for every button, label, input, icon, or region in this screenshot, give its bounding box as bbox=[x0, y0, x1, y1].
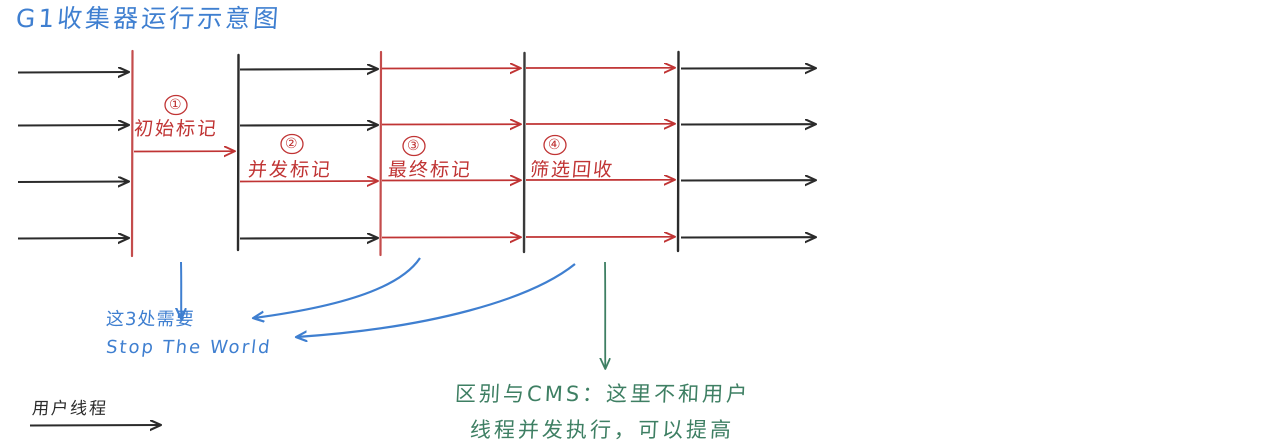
phase-2-label: 并发标记 bbox=[247, 159, 334, 181]
stw-note-line-2: Stop The World bbox=[104, 337, 273, 358]
cms-note-line-2: 线程并发执行，可以提高 bbox=[469, 418, 735, 442]
thread-lane-4 bbox=[17, 237, 815, 239]
lane1-seg-user-left bbox=[17, 72, 128, 73]
thread-lane-1 bbox=[17, 68, 815, 73]
lane4-seg-concurrent bbox=[239, 238, 377, 239]
boundary-bar-3-red bbox=[379, 50, 383, 257]
stop-the-world-arrows bbox=[181, 257, 576, 337]
boundary-bar-4-black bbox=[522, 51, 526, 254]
lane4-seg-user-left bbox=[17, 238, 128, 239]
phase-4-label: 筛选回收 bbox=[529, 159, 616, 181]
phase-3-label: 最终标记 bbox=[387, 159, 474, 181]
stw-arrow-curve-phase3 bbox=[254, 257, 421, 318]
cms-note-line-1: 区别与CMS：这里不和用户 bbox=[454, 382, 751, 406]
page-title: G1收集器运行示意图 bbox=[14, 4, 283, 33]
stw-arrow-curve-phase4 bbox=[297, 263, 576, 337]
legend-label: 用户线程 bbox=[31, 399, 109, 419]
phase-1-label: 初始标记 bbox=[133, 118, 220, 140]
lane2-seg-concurrent bbox=[239, 125, 377, 126]
phase-1-circle bbox=[164, 94, 188, 116]
boundary-bar-5-black bbox=[676, 50, 680, 253]
lane1-seg-concurrent bbox=[239, 69, 377, 70]
lane2-seg-user-left bbox=[17, 125, 128, 126]
boundary-bar-1-red bbox=[130, 49, 134, 258]
boundary-bar-2-black bbox=[236, 53, 240, 252]
phase-boundary-bars bbox=[130, 49, 680, 258]
thread-lane-3 bbox=[17, 180, 815, 183]
phase-3-number: ③ bbox=[407, 138, 420, 154]
stw-note-line-1: 这3处需要 bbox=[105, 309, 196, 330]
phase-1-number: ① bbox=[169, 97, 182, 113]
phase-number-circles bbox=[164, 94, 567, 157]
phase-2-circle bbox=[280, 133, 304, 155]
lane3-seg-concurrent-mark bbox=[239, 181, 377, 182]
phase-3-circle bbox=[402, 135, 426, 157]
phase-4-number: ④ bbox=[548, 137, 561, 153]
thread-lane-2 bbox=[17, 124, 815, 152]
phase-4-circle bbox=[543, 134, 567, 156]
legend-arrow-group bbox=[29, 425, 160, 426]
lane3-seg-user-left bbox=[17, 182, 128, 183]
legend-arrow bbox=[29, 425, 160, 426]
phase-2-number: ② bbox=[285, 136, 298, 152]
